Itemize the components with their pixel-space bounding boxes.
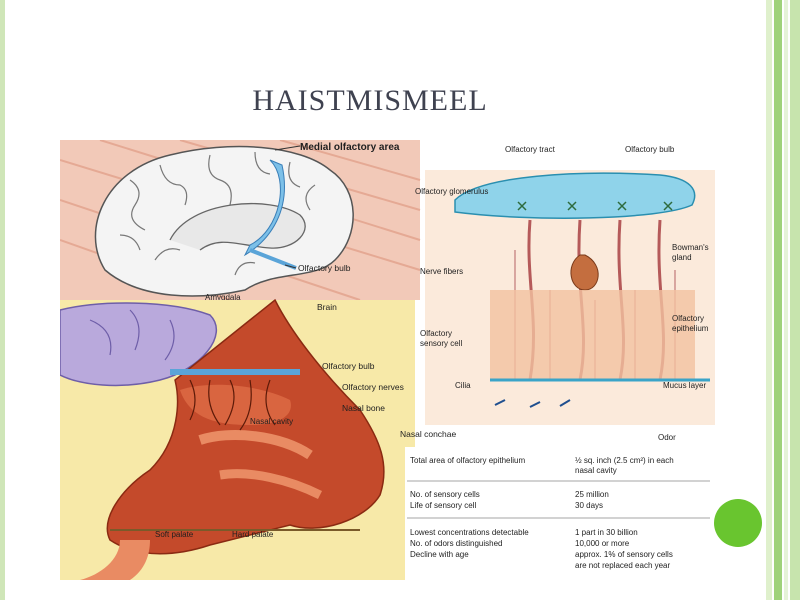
fact-label-concentration: Lowest concentrations detectable xyxy=(410,528,529,537)
nose-panel xyxy=(60,298,415,580)
fact-value-decline: approx. 1% of sensory cells xyxy=(575,550,673,559)
fact-label-life: Life of sensory cell xyxy=(410,501,476,510)
right-stripe-2 xyxy=(774,0,782,600)
right-stripe-1 xyxy=(766,0,772,600)
odor-label: Odor xyxy=(658,433,676,442)
slide-title: HAISTMISMEEL xyxy=(252,84,488,117)
nose-brain-label: Brain xyxy=(317,302,337,312)
medial-olfactory-area-label: Medial olfactory area xyxy=(300,142,400,153)
fact-label-cells: No. of sensory cells xyxy=(410,490,480,499)
olfactory-epithelium-label-2: epithelium xyxy=(672,324,709,333)
fact-label-decline: Decline with age xyxy=(410,550,469,559)
bowmans-gland-label-1: Bowman's xyxy=(672,243,709,252)
green-circle-decoration xyxy=(714,499,762,547)
fact-value-life: 30 days xyxy=(575,501,603,510)
olfaction-figure: Medial olfactory area Olfactory bulb Amy… xyxy=(60,140,715,580)
olfactory-nerves-label: Olfactory nerves xyxy=(342,382,404,392)
fact-label-odors: No. of odors distinguished xyxy=(410,539,503,548)
olfactory-tract-label: Olfactory tract xyxy=(505,145,556,154)
fact-value-concentration: 1 part in 30 billion xyxy=(575,528,638,537)
epithelium-olfactory-bulb-label: Olfactory bulb xyxy=(625,145,675,154)
olfactory-sensory-cell-label-2: sensory cell xyxy=(420,339,462,348)
soft-palate-label: Soft palate xyxy=(155,530,194,539)
cilia-label: Cilia xyxy=(455,381,471,390)
mucus-layer-label: Mucus layer xyxy=(663,381,706,390)
nerve-fibers-label: Nerve fibers xyxy=(420,267,463,276)
fact-value-decline-2: are not replaced each year xyxy=(575,561,671,570)
nasal-cavity-label: Nasal cavity xyxy=(250,417,293,426)
fact-label-area: Total area of olfactory epithelium xyxy=(410,456,526,465)
right-stripe-3 xyxy=(784,0,788,600)
nasal-bone-label: Nasal bone xyxy=(342,403,385,413)
brain-olfactory-bulb-label: Olfactory bulb xyxy=(298,263,351,273)
nasal-conchae-label: Nasal conchae xyxy=(400,429,457,439)
olfactory-sensory-cell-label-1: Olfactory xyxy=(420,329,452,338)
hard-palate-label: Hard palate xyxy=(232,530,274,539)
fact-value-odors: 10,000 or more xyxy=(575,539,630,548)
fact-value-cells: 25 million xyxy=(575,490,609,499)
epithelium-panel xyxy=(425,170,715,425)
amygdala-label: Amygdala xyxy=(205,293,241,302)
left-border xyxy=(0,0,5,600)
olfactory-glomerulus-label: Olfactory glomerulus xyxy=(415,187,488,196)
fact-value-area-2: nasal cavity xyxy=(575,466,617,475)
right-stripe-4 xyxy=(790,0,800,600)
fact-value-area: ½ sq. inch (2.5 cm²) in each xyxy=(575,456,674,465)
bowmans-gland-label-2: gland xyxy=(672,253,692,262)
olfactory-epithelium-label-1: Olfactory xyxy=(672,314,704,323)
facts-table: Total area of olfactory epithelium ½ sq.… xyxy=(405,447,715,580)
nose-olfactory-bulb-label: Olfactory bulb xyxy=(322,361,375,371)
brain-panel xyxy=(60,140,421,301)
